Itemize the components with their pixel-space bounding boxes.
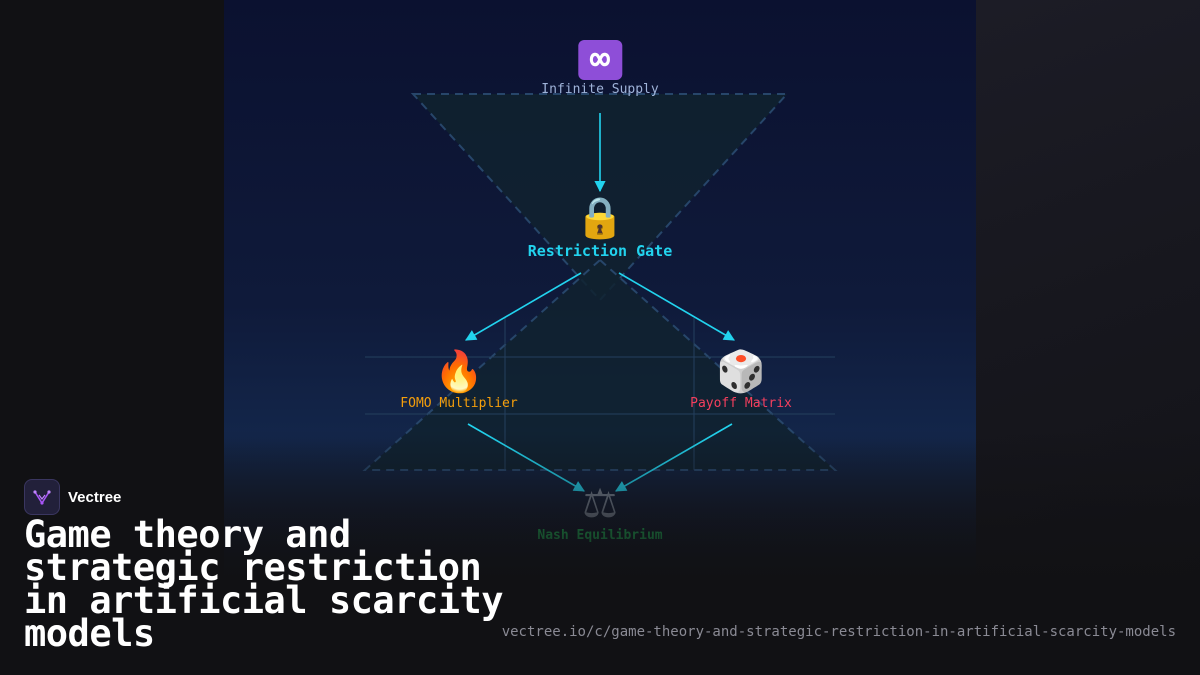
node-restriction-gate: 🔒 Restriction Gate bbox=[528, 196, 673, 260]
edge-gate-to-payoff bbox=[618, 272, 735, 341]
dice-icon: 🎲 bbox=[716, 349, 766, 395]
node-fomo-multiplier: 🔥 FOMO Multiplier bbox=[400, 350, 517, 411]
brand[interactable]: Vectree bbox=[24, 479, 121, 515]
fire-icon: 🔥 bbox=[434, 349, 484, 395]
node-label: Nash Equilibrium bbox=[537, 528, 663, 543]
hourglass-top bbox=[410, 93, 790, 302]
article-title: Game theory and strategic restriction in… bbox=[24, 513, 504, 655]
node-payoff-matrix: 🎲 Payoff Matrix bbox=[690, 350, 792, 411]
balance-scale-icon: ⚖ bbox=[582, 481, 618, 527]
node-label: Infinite Supply bbox=[541, 82, 659, 97]
node-label: FOMO Multiplier bbox=[400, 396, 518, 411]
vectree-logo-icon bbox=[24, 479, 60, 515]
edge-gate-to-fomo bbox=[465, 272, 582, 341]
brand-name: Vectree bbox=[68, 488, 122, 506]
article-url[interactable]: vectree.io/c/game-theory-and-strategic-r… bbox=[501, 624, 1176, 640]
node-label: Restriction Gate bbox=[527, 242, 673, 260]
node-nash-equilibrium: ⚖ Nash Equilibrium bbox=[537, 482, 662, 543]
node-label: Payoff Matrix bbox=[690, 396, 792, 411]
node-infinite-supply: ∞ Infinite Supply bbox=[541, 40, 659, 97]
infinity-icon: ∞ bbox=[578, 40, 622, 80]
lock-icon: 🔒 bbox=[575, 195, 625, 241]
